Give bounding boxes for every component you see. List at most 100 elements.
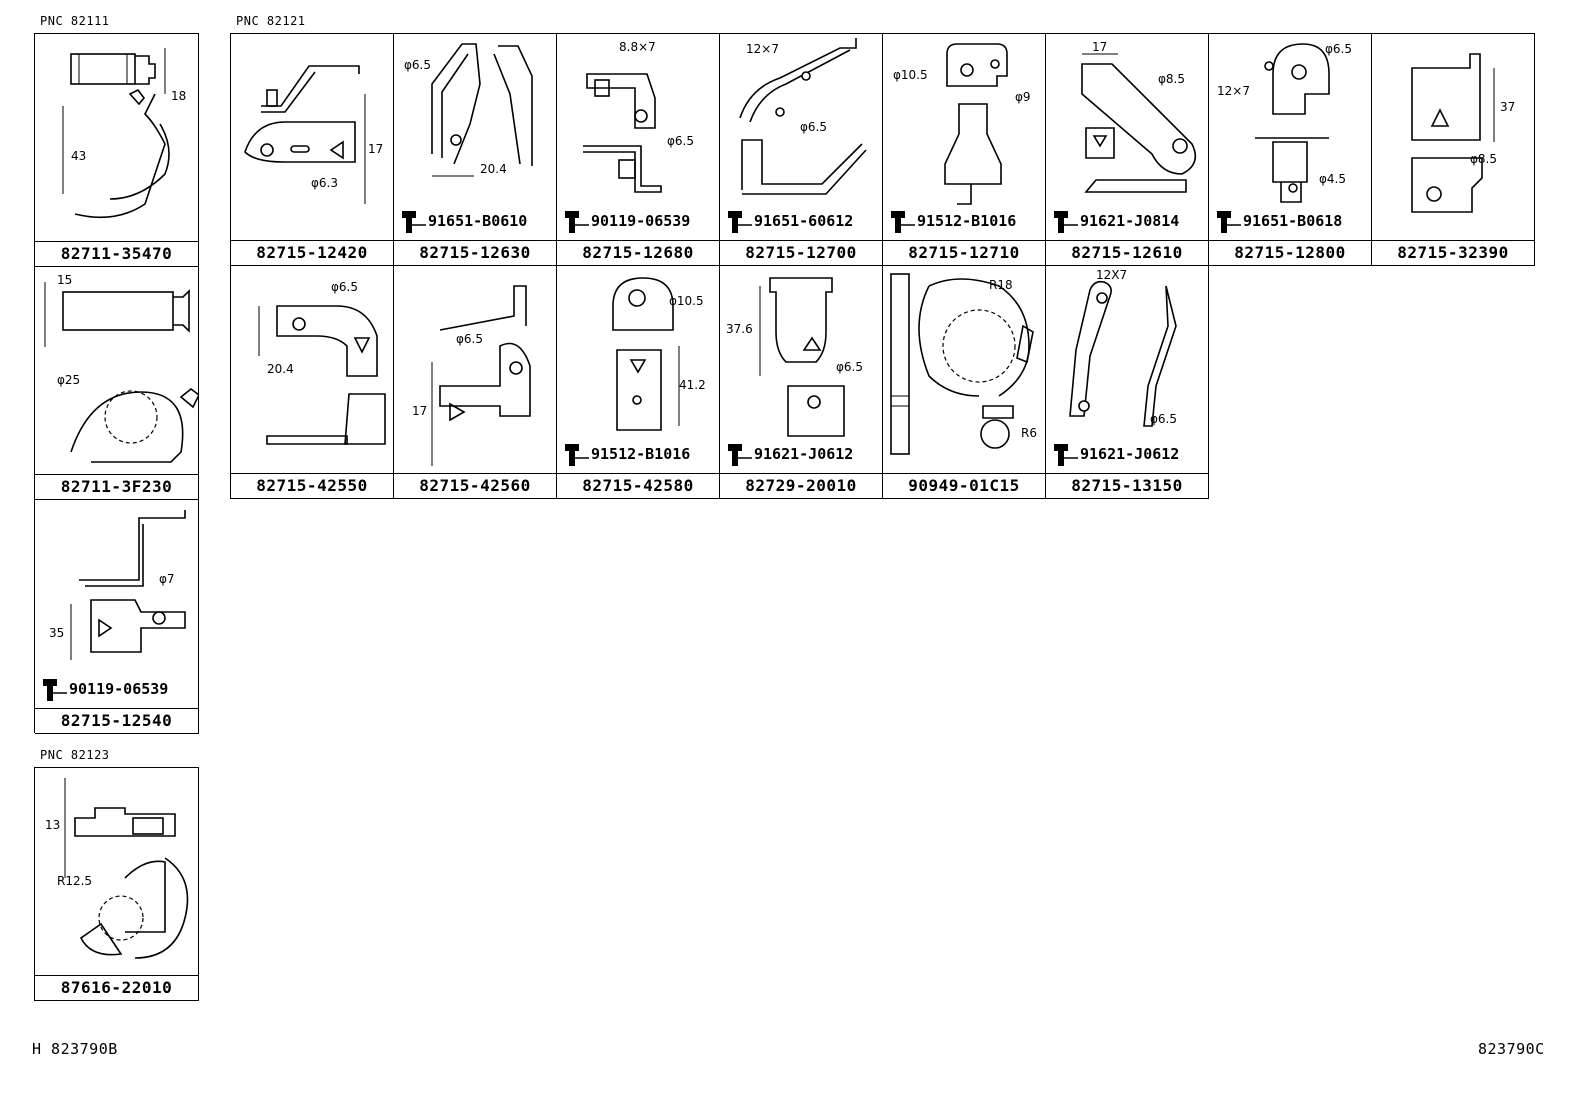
part-cell-82715-12610[interactable]: 17 φ8.5 91621-J0814 82715-12610 bbox=[1046, 34, 1209, 266]
part-cell-82715-12680[interactable]: 8.8×7 φ6.5 90119-06539 82715-12680 bbox=[557, 34, 720, 266]
pnc-label-82123: PNC 82123 bbox=[40, 748, 110, 762]
bolt-part-number: 91651-B0610 bbox=[428, 212, 528, 230]
dim-17: 17 bbox=[1092, 40, 1108, 54]
part-number: 82715-12680 bbox=[557, 240, 719, 265]
part-cell-82729-20010[interactable]: 37.6 φ6.5 91621-J0612 82729-20010 bbox=[720, 266, 883, 499]
dim-phi8.5: φ8.5 bbox=[1470, 152, 1497, 166]
bolt-icon bbox=[43, 679, 67, 701]
part-cell-82711-3F230[interactable]: 15 φ25 82711-3F230 bbox=[35, 267, 199, 500]
bracket-drawing bbox=[244, 65, 366, 204]
part-number: 82715-42550 bbox=[231, 473, 393, 498]
bolt-part-number: 90119-06539 bbox=[591, 212, 691, 230]
dim-20.4: 20.4 bbox=[267, 362, 294, 376]
illustration-code-right: 823790C bbox=[1478, 1040, 1545, 1058]
dim-phi6.5: φ6.5 bbox=[404, 58, 431, 72]
part-cell-82715-13150[interactable]: 12X7 φ6.5 91621-J0612 82715-13150 bbox=[1046, 266, 1209, 499]
dim-13: 13 bbox=[45, 818, 61, 832]
pnc-label-82111: PNC 82111 bbox=[40, 14, 110, 28]
dim-phi6.3: φ6.3 bbox=[311, 176, 338, 190]
dim-41.2: 41.2 bbox=[679, 378, 706, 392]
part-number: 82715-12610 bbox=[1046, 240, 1208, 265]
bracket-drawing bbox=[739, 38, 867, 195]
bolt-icon bbox=[891, 211, 915, 233]
clip-drawing bbox=[759, 277, 845, 437]
part-cell-82715-12420[interactable]: 17 φ6.3 82715-12420 bbox=[231, 34, 394, 266]
bolt-icon bbox=[565, 211, 589, 233]
dim-phi10.5: φ10.5 bbox=[669, 294, 704, 308]
bracket-drawing bbox=[431, 43, 533, 177]
part-cell-82715-42560[interactable]: φ6.5 17 82715-42560 bbox=[394, 266, 557, 499]
dim-15: 15 bbox=[57, 273, 73, 287]
dim-37.6: 37.6 bbox=[726, 322, 753, 336]
dim-35: 35 bbox=[49, 626, 65, 640]
part-number: 82715-12540 bbox=[35, 708, 198, 733]
dim-phi6.5: φ6.5 bbox=[836, 360, 863, 374]
pnc-label-82121: PNC 82121 bbox=[236, 14, 306, 28]
parts-group-82123: 13 R12.5 87616-22010 bbox=[34, 767, 199, 1001]
clamp-drawing bbox=[62, 48, 170, 219]
part-number: 82711-3F230 bbox=[35, 474, 198, 499]
bracket-drawing bbox=[1081, 53, 1197, 193]
dim-phi9: φ9 bbox=[1015, 90, 1031, 104]
bracket-drawing bbox=[1069, 280, 1177, 427]
dim-12x7: 12×7 bbox=[1217, 84, 1250, 98]
bracket-drawing bbox=[583, 73, 662, 193]
bolt-icon bbox=[728, 444, 752, 466]
part-cell-82715-32390[interactable]: 37 φ8.5 82715-32390 bbox=[1372, 34, 1535, 266]
dim-phi4.5: φ4.5 bbox=[1319, 172, 1346, 186]
bolt-icon bbox=[565, 444, 589, 466]
dim-phi6.5: φ6.5 bbox=[456, 332, 483, 346]
parts-group-82121 bbox=[230, 33, 1535, 266]
part-number: 82715-12710 bbox=[883, 240, 1045, 265]
bolt-icon bbox=[1217, 211, 1241, 233]
part-number: 82715-12700 bbox=[720, 240, 882, 265]
bolt-part-number: 91651-B0618 bbox=[1243, 212, 1343, 230]
dim-phi6.5: φ6.5 bbox=[800, 120, 827, 134]
dim-R12.5: R12.5 bbox=[57, 874, 93, 888]
part-cell-82711-35470[interactable]: 18 43 82711-35470 bbox=[35, 34, 199, 267]
dim-phi25: φ25 bbox=[57, 373, 81, 387]
part-number: 82715-12800 bbox=[1209, 240, 1371, 265]
dim-phi6.5: φ6.5 bbox=[667, 134, 694, 148]
bracket-drawing bbox=[612, 277, 680, 431]
part-cell-82715-12540[interactable]: φ7 35 90119-06539 82715-12540 bbox=[35, 500, 199, 734]
dim-phi6.5: φ6.5 bbox=[1325, 42, 1352, 56]
illustration-code-left: H 823790B bbox=[32, 1040, 118, 1058]
part-number: 82729-20010 bbox=[720, 473, 882, 498]
dim-20.4: 20.4 bbox=[480, 162, 507, 176]
part-cell-82715-42580[interactable]: φ10.5 41.2 91512-B1016 82715-42580 bbox=[557, 266, 720, 499]
bracket-drawing bbox=[258, 305, 386, 445]
bolt-part-number: 91621-J0612 bbox=[754, 445, 854, 463]
dim-37: 37 bbox=[1500, 100, 1516, 114]
bracket-drawing bbox=[70, 510, 186, 660]
part-number: 82715-12420 bbox=[231, 240, 393, 265]
part-cell-82715-12630[interactable]: φ6.5 20.4 91651-B0610 82715-12630 bbox=[394, 34, 557, 266]
part-cell-82715-42550[interactable]: φ6.5 20.4 82715-42550 bbox=[231, 266, 394, 499]
dim-18: 18 bbox=[171, 89, 187, 103]
clamp-drawing bbox=[890, 273, 1034, 455]
part-number: 87616-22010 bbox=[35, 975, 198, 1000]
dim-17: 17 bbox=[412, 404, 428, 418]
part-number: 82715-13150 bbox=[1046, 473, 1208, 498]
dim-R18: R18 bbox=[989, 278, 1013, 292]
bolt-part-number: 91621-J0814 bbox=[1080, 212, 1180, 230]
dim-43: 43 bbox=[71, 149, 87, 163]
bolt-part-number: 91512-B1016 bbox=[917, 212, 1017, 230]
part-cell-82715-12700[interactable]: 12×7 φ6.5 91651-60612 82715-12700 bbox=[720, 34, 883, 266]
parts-group-82111: 18 43 82711-35470 15 φ25 82711-3F230 φ7 … bbox=[34, 33, 199, 734]
parts-group-82121-row2 bbox=[230, 266, 1209, 499]
part-number: 82715-12630 bbox=[394, 240, 556, 265]
dim-phi10.5: φ10.5 bbox=[893, 68, 928, 82]
part-cell-82715-12710[interactable]: φ10.5 φ9 91512-B1016 82715-12710 bbox=[883, 34, 1046, 266]
dim-12x7: 12×7 bbox=[746, 42, 779, 56]
dim-17: 17 bbox=[368, 142, 384, 156]
bracket-drawing bbox=[944, 43, 1008, 205]
clamp-drawing bbox=[44, 282, 199, 463]
part-cell-87616-22010[interactable]: 13 R12.5 87616-22010 bbox=[35, 768, 199, 1001]
dim-phi6.5: φ6.5 bbox=[1150, 412, 1177, 426]
bracket-drawing bbox=[1255, 43, 1330, 203]
bolt-icon bbox=[1054, 444, 1078, 466]
part-cell-90949-01C15[interactable]: R18 R6 90949-01C15 bbox=[883, 266, 1046, 499]
part-cell-82715-12800[interactable]: φ6.5 12×7 φ4.5 91651-B0618 82715-12800 bbox=[1209, 34, 1372, 266]
part-number: 90949-01C15 bbox=[883, 473, 1045, 498]
